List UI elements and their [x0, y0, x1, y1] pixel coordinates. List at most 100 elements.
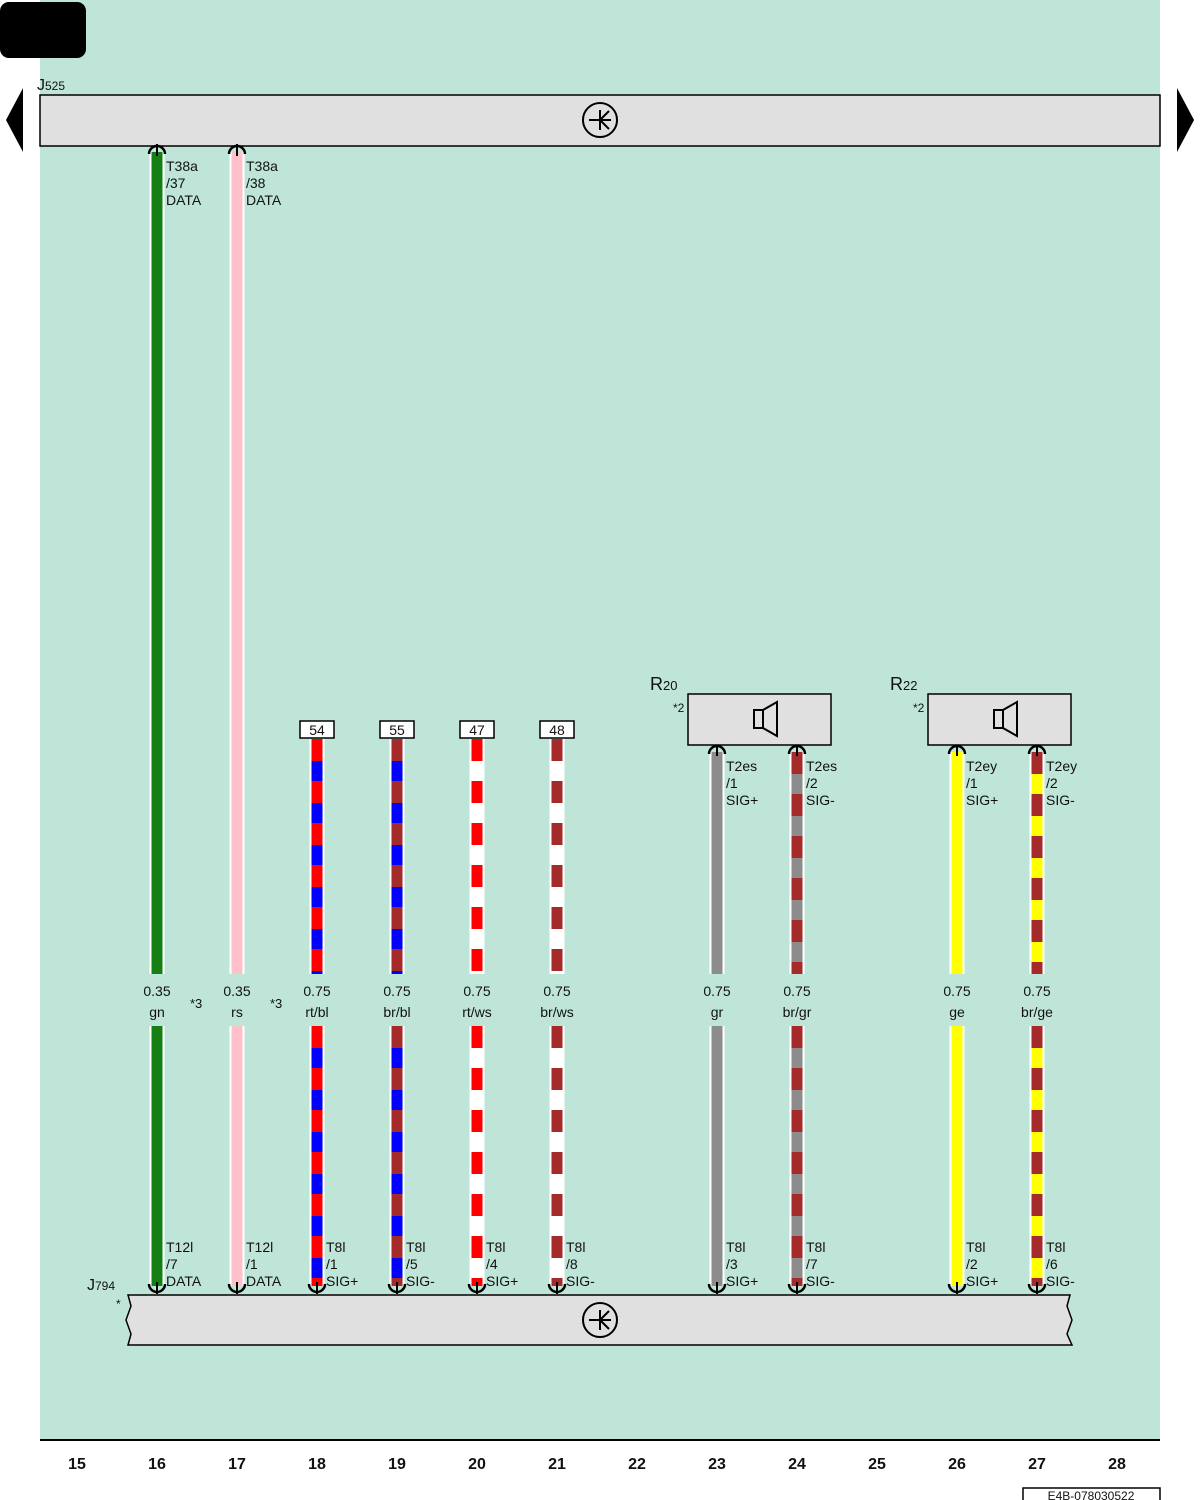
wire-color-code: br/gr	[783, 1004, 812, 1020]
bottom-pin-label-line: DATA	[246, 1273, 282, 1289]
wire-size: 0.75	[383, 983, 410, 999]
next-page-arrow-icon[interactable]	[1177, 88, 1194, 152]
page-tab	[0, 2, 86, 58]
wire-note: *3	[190, 996, 202, 1011]
wire-size: 0.75	[463, 983, 490, 999]
track-number: 20	[468, 1456, 486, 1473]
bottom-pin-label-line: T12l	[166, 1239, 193, 1255]
top-pin-label-line: /38	[246, 175, 266, 191]
bottom-pin-label-line: /1	[326, 1256, 338, 1272]
control-unit-j525-label: J525	[37, 77, 65, 94]
control-unit-j794-note: *	[116, 1297, 121, 1311]
speaker-icon	[993, 700, 1018, 738]
top-pin-label-line: DATA	[166, 192, 202, 208]
top-pin-label-line: SIG-	[806, 792, 835, 808]
wire-color-code: rs	[231, 1004, 243, 1020]
track-number: 18	[308, 1456, 326, 1473]
speaker-r22-label: R22	[890, 674, 917, 694]
bottom-pin-label-line: SIG+	[326, 1273, 358, 1289]
track-number: 16	[148, 1456, 166, 1473]
speaker-r20-note: *2	[673, 701, 685, 715]
bottom-pin-label-line: SIG+	[726, 1273, 758, 1289]
bottom-pin-label-line: SIG-	[566, 1273, 595, 1289]
bottom-pin-label-line: SIG+	[966, 1273, 998, 1289]
diagram-id-box	[1022, 1487, 1161, 1500]
bottom-pin-label-line: T8l	[806, 1239, 825, 1255]
track-number: 27	[1028, 1456, 1046, 1473]
connection-reference-box	[539, 720, 575, 739]
top-pin-label-line: /2	[1046, 775, 1058, 791]
bottom-pin-label-line: /7	[166, 1256, 178, 1272]
bottom-pin-label-line: /7	[806, 1256, 818, 1272]
electronic-control-unit-icon	[582, 102, 618, 138]
wire-size: 0.35	[223, 983, 250, 999]
bottom-pin-label-line: T8l	[726, 1239, 745, 1255]
bottom-pin-label-line: SIG-	[1046, 1273, 1075, 1289]
top-pin-label-line: SIG+	[966, 792, 998, 808]
connection-reference-number: 55	[389, 722, 405, 738]
top-pin-label-line: T2es	[806, 758, 837, 774]
track-number: 21	[548, 1456, 566, 1473]
top-pin-label-line: /37	[166, 175, 186, 191]
track-number: 28	[1108, 1456, 1126, 1473]
connection-reference-box	[459, 720, 495, 739]
wire-color-code: rt/ws	[462, 1004, 492, 1020]
top-pin-label-line: T2ey	[1046, 758, 1077, 774]
top-pin-label-line: DATA	[246, 192, 282, 208]
bottom-pin-label-line: T12l	[246, 1239, 273, 1255]
wire-size: 0.75	[543, 983, 570, 999]
wire-color-code: br/ge	[1021, 1004, 1053, 1020]
bottom-pin-label-line: SIG-	[806, 1273, 835, 1289]
wire-size: 0.75	[783, 983, 810, 999]
speaker-r20	[687, 693, 832, 746]
track-number: 15	[68, 1456, 86, 1473]
wire-color-code: gn	[149, 1004, 165, 1020]
wire-size: 0.35	[143, 983, 170, 999]
wire-note: *3	[270, 996, 282, 1011]
wire-color-code: ge	[949, 1004, 965, 1020]
wire-color-code: br/bl	[383, 1004, 410, 1020]
top-pin-label-line: SIG+	[726, 792, 758, 808]
bottom-pin-label-line: SIG+	[486, 1273, 518, 1289]
speaker-r22	[927, 693, 1072, 746]
connection-reference-number: 47	[469, 722, 485, 738]
track-number: 26	[948, 1456, 966, 1473]
electronic-control-unit-icon	[582, 1302, 618, 1338]
track-number: 25	[868, 1456, 886, 1473]
bottom-pin-label-line: DATA	[166, 1273, 202, 1289]
bottom-pin-label-line: T8l	[1046, 1239, 1065, 1255]
speaker-r20-label: R20	[650, 674, 677, 694]
top-pin-label-line: SIG-	[1046, 792, 1075, 808]
previous-page-arrow-icon[interactable]	[6, 88, 23, 152]
connection-reference-box	[299, 720, 335, 739]
top-pin-label-line: /1	[966, 775, 978, 791]
top-pin-label-line: /1	[726, 775, 738, 791]
bottom-pin-label-line: T8l	[406, 1239, 425, 1255]
diagram-id: E4B-078030522	[1048, 1489, 1135, 1500]
bottom-pin-label-line: T8l	[566, 1239, 585, 1255]
bottom-pin-label-line: /4	[486, 1256, 498, 1272]
bottom-pin-label-line: /5	[406, 1256, 418, 1272]
connection-reference-number: 48	[549, 722, 565, 738]
top-pin-label-line: T38a	[246, 158, 278, 174]
control-unit-j794-label: J794	[87, 1277, 115, 1294]
speaker-r22-note: *2	[913, 701, 925, 715]
bottom-pin-label-line: SIG-	[406, 1273, 435, 1289]
top-pin-label-line: /2	[806, 775, 818, 791]
wire-size: 0.75	[303, 983, 330, 999]
bottom-pin-label-line: /8	[566, 1256, 578, 1272]
wire-color-code: gr	[711, 1004, 724, 1020]
wire-size: 0.75	[1023, 983, 1050, 999]
track-number: 23	[708, 1456, 726, 1473]
track-number: 22	[628, 1456, 646, 1473]
track-number: 19	[388, 1456, 406, 1473]
